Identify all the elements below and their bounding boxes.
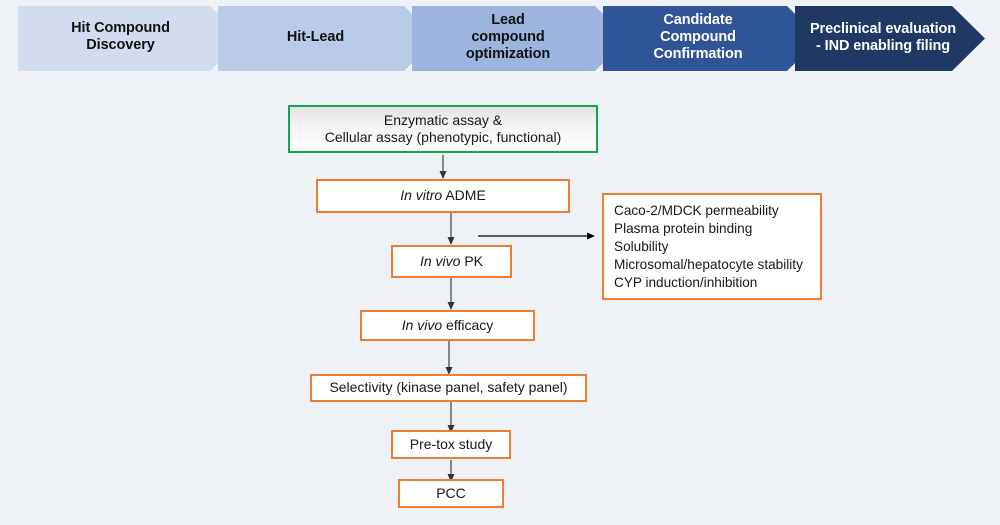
node-line-1: Enzymatic assay & bbox=[383, 111, 503, 128]
chevron-shape-candidate-compound-confirmation[interactable] bbox=[603, 6, 820, 71]
node-in-vitro-adme[interactable]: In vitro ADME bbox=[316, 179, 570, 213]
node-enzymatic-cellular-assay[interactable]: Enzymatic assay & Cellular assay (phenot… bbox=[288, 105, 598, 153]
list-item: Solubility bbox=[614, 239, 669, 255]
node-pre-tox-study[interactable]: Pre-tox study bbox=[391, 430, 511, 459]
node-label-italic: In vitro bbox=[400, 187, 443, 204]
node-label-rest: efficacy bbox=[442, 316, 494, 333]
node-label: Pre-tox study bbox=[409, 435, 493, 452]
node-pcc[interactable]: PCC bbox=[398, 479, 504, 508]
node-in-vivo-efficacy[interactable]: In vivo efficacy bbox=[360, 310, 535, 341]
adme-assay-list[interactable]: Caco-2/MDCK permeability Plasma protein … bbox=[602, 193, 822, 300]
node-label-italic: In vivo bbox=[419, 252, 461, 269]
chevron-shape-preclinical-evaluation[interactable] bbox=[795, 6, 985, 71]
list-item: Plasma protein binding bbox=[614, 221, 753, 237]
node-line-2: Cellular assay (phenotypic, functional) bbox=[324, 129, 562, 145]
node-label-rest: PK bbox=[460, 252, 484, 269]
node-label: Selectivity (kinase panel, safety panel) bbox=[329, 379, 568, 396]
node-label-rest: ADME bbox=[442, 187, 486, 204]
list-item: CYP induction/inhibition bbox=[614, 275, 758, 291]
chevron-shape-lead-compound-optimization[interactable] bbox=[412, 6, 628, 71]
list-item: Microsomal/hepatocyte stability bbox=[614, 257, 803, 273]
node-label-italic: In vivo bbox=[401, 316, 443, 333]
chevron-shape-hit-lead[interactable] bbox=[218, 6, 437, 71]
list-item: Caco-2/MDCK permeability bbox=[614, 203, 779, 218]
chevron-shape-hit-compound-discovery[interactable] bbox=[18, 6, 243, 71]
stage-chevron-shapes bbox=[18, 6, 985, 71]
node-in-vivo-pk[interactable]: In vivo PK bbox=[391, 245, 512, 278]
node-label: PCC bbox=[436, 484, 466, 501]
node-selectivity[interactable]: Selectivity (kinase panel, safety panel) bbox=[310, 374, 587, 402]
